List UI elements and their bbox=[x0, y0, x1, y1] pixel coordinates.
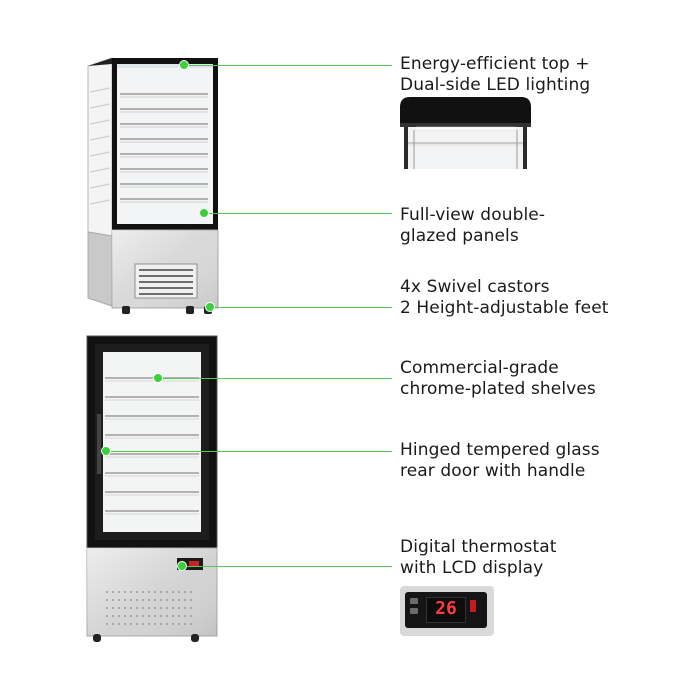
callout-dot-6 bbox=[178, 562, 186, 570]
thermostat-button bbox=[410, 598, 418, 604]
led-lighting-detail bbox=[400, 97, 531, 169]
callout-dot-3 bbox=[206, 303, 214, 311]
display-cabinet-rear-view bbox=[86, 335, 218, 642]
callout-dot-1 bbox=[180, 61, 188, 69]
feature-label-line: Dual-side LED lighting bbox=[400, 75, 591, 95]
thermostat-display-detail: 26 bbox=[400, 586, 494, 636]
feature-label-line: Commercial-grade bbox=[400, 358, 559, 378]
feature-label-line: Digital thermostat bbox=[400, 537, 557, 557]
callout-line-1 bbox=[184, 65, 392, 66]
callout-dot-4 bbox=[154, 374, 162, 382]
feature-label-line: rear door with handle bbox=[400, 461, 586, 481]
callout-line-3 bbox=[210, 307, 392, 308]
feature-label-line: with LCD display bbox=[400, 558, 544, 578]
callout-dot-2 bbox=[200, 209, 208, 217]
thermostat-indicator bbox=[470, 600, 476, 612]
callout-line-5 bbox=[106, 451, 392, 452]
thermostat-reading: 26 bbox=[435, 598, 457, 619]
feature-label-lighting: Energy-efficient top + Dual-side LED lig… bbox=[400, 54, 590, 96]
callout-line-4 bbox=[158, 378, 392, 379]
feature-label-shelves: Commercial-grade chrome-plated shelves bbox=[400, 358, 596, 400]
callout-line-6 bbox=[182, 566, 392, 567]
callout-line-2 bbox=[204, 213, 392, 214]
feature-label-line: chrome-plated shelves bbox=[400, 379, 596, 399]
feature-label-line: Hinged tempered glass bbox=[400, 440, 600, 460]
feature-label-line: glazed panels bbox=[400, 226, 519, 246]
feature-label-glazing: Full-view double- glazed panels bbox=[400, 205, 545, 247]
feature-label-line: 2 Height-adjustable feet bbox=[400, 298, 609, 318]
display-cabinet-angled-view bbox=[87, 57, 219, 314]
thermostat-button bbox=[410, 608, 418, 614]
callout-dot-5 bbox=[102, 447, 110, 455]
feature-label-door: Hinged tempered glass rear door with han… bbox=[400, 440, 600, 482]
feature-label-line: Full-view double- bbox=[400, 205, 546, 225]
feature-label-castors: 4x Swivel castors 2 Height-adjustable fe… bbox=[400, 277, 609, 319]
feature-label-thermostat: Digital thermostat with LCD display bbox=[400, 537, 557, 579]
thermostat-display bbox=[426, 597, 466, 623]
feature-label-line: Energy-efficient top + bbox=[400, 54, 590, 74]
feature-label-line: 4x Swivel castors bbox=[400, 277, 550, 297]
